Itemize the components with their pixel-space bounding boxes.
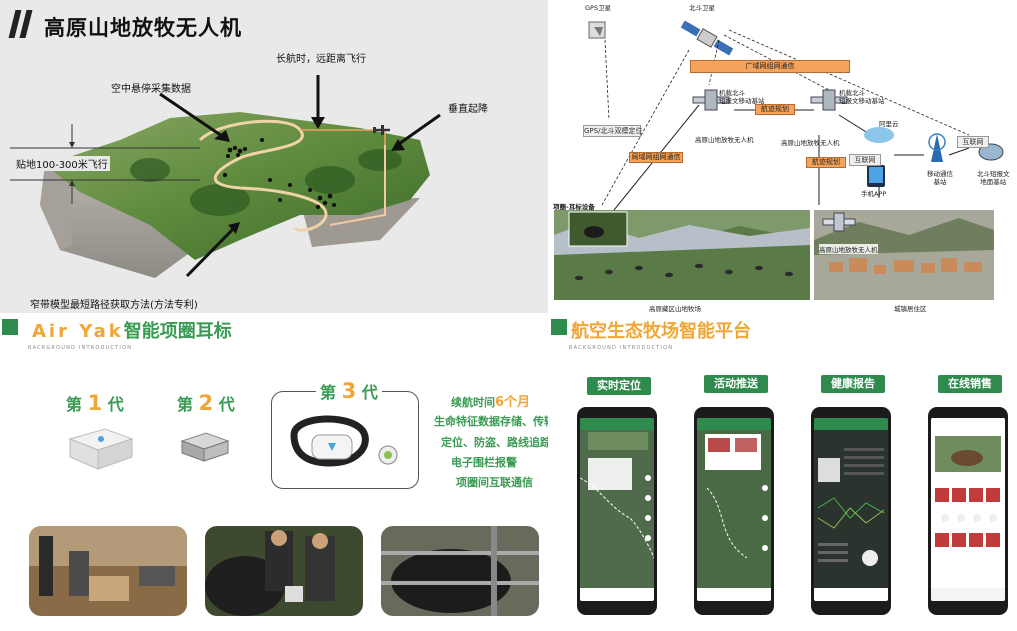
label-method: 窄带模型最短路径获取方法(方法专利) bbox=[30, 300, 198, 311]
collar-panel: Air Yak智能项圈耳标 BACKGROUND INTRODUCTION 第 … bbox=[0, 313, 548, 631]
health-screen bbox=[814, 418, 888, 601]
tab-online-sales[interactable]: 在线销售 bbox=[938, 375, 1002, 393]
label-long-flight: 长航时，远距离飞行 bbox=[276, 54, 366, 65]
label-low-flight: 贴地100-300米飞行 bbox=[14, 156, 110, 171]
grass-terrain bbox=[45, 112, 430, 260]
drone-label-1: 高原山地放牧无人机 bbox=[695, 136, 754, 144]
shop-screen bbox=[931, 418, 1005, 601]
phone-map-1 bbox=[577, 407, 657, 615]
gen1-label: 第 1 代 bbox=[66, 391, 124, 415]
internet-box-2: 互联网 bbox=[957, 136, 989, 148]
route-box-2: 航迹规划 bbox=[806, 157, 846, 168]
phone-health bbox=[811, 407, 891, 615]
feature-location: 定位、防盗、路线追踪 bbox=[441, 436, 548, 449]
mobile-bs-label: 移动通信 基站 bbox=[927, 170, 953, 186]
feature-battery: 续航时间6个月 bbox=[451, 395, 531, 410]
route-box-1: 航迹规划 bbox=[755, 104, 795, 115]
lan-box: 局域网组网通信 bbox=[629, 152, 683, 163]
beidou-sat-label: 北斗卫星 bbox=[689, 4, 715, 12]
gen2-label: 第 2 代 bbox=[177, 391, 235, 415]
platform-subtitle: BACKGROUND INTRODUCTION bbox=[569, 345, 674, 351]
section-square-icon bbox=[2, 319, 18, 335]
tab-health-report[interactable]: 健康报告 bbox=[821, 375, 885, 393]
tab-activity-push[interactable]: 活动推送 bbox=[704, 375, 768, 393]
platform-title: 航空生态牧场智能平台 bbox=[571, 321, 751, 342]
feature-fence: 电子围栏报警 bbox=[451, 456, 517, 469]
pasture-label: 高原藏区山地牧场 bbox=[649, 305, 701, 313]
photo-yak-tagging bbox=[205, 526, 363, 616]
gps-sat-label: GPS卫星 bbox=[585, 4, 612, 12]
platform-panel: 航空生态牧场智能平台 BACKGROUND INTRODUCTION 实时定位 … bbox=[549, 313, 1017, 631]
flight-path bbox=[198, 119, 328, 232]
map-screen-2 bbox=[697, 418, 771, 601]
drone-icon bbox=[373, 125, 390, 135]
label-vtol: 垂直起降 bbox=[448, 104, 488, 115]
town-label: 城镇居住区 bbox=[894, 305, 927, 313]
collar-title: Air Yak智能项圈耳标 bbox=[32, 317, 232, 343]
beidou-satellite-icon bbox=[680, 20, 734, 56]
uav-drone-icon-3 bbox=[822, 212, 856, 232]
collar-subtitle: BACKGROUND INTRODUCTION bbox=[28, 345, 133, 351]
title-latin: Air Yak bbox=[32, 321, 124, 342]
uav-drone-icon-1 bbox=[692, 89, 730, 111]
feature-intercom: 项圈间互联通信 bbox=[456, 476, 533, 489]
drone-bs-label-2: 机载北斗 短报文移动基站 bbox=[839, 89, 885, 105]
drone-bs-label-1: 机载北斗 短报文移动基站 bbox=[719, 89, 765, 105]
dish-icon bbox=[978, 143, 1004, 161]
section-square-icon bbox=[551, 319, 567, 335]
gen3-collar-image bbox=[290, 415, 398, 467]
phone-map-2 bbox=[694, 407, 774, 615]
gen1-device-image bbox=[68, 428, 134, 470]
title-cn: 智能项圈耳标 bbox=[123, 321, 232, 342]
gen3-label: 第 3 代 bbox=[316, 379, 382, 403]
drone-photo-label: 高原山地放牧无人机 bbox=[819, 244, 878, 254]
drone-title: 高原山地放牧无人机 bbox=[44, 16, 242, 40]
feature-data: 生命特征数据存储、传输 bbox=[434, 415, 548, 428]
wide-area-box: 广域网组网通信 bbox=[690, 60, 850, 73]
beidou-ground-label: 北斗短报文 地面基站 bbox=[977, 170, 1010, 186]
map-screen-1 bbox=[580, 418, 654, 601]
phone-shop bbox=[928, 407, 1008, 615]
photo-yak-fence bbox=[381, 526, 539, 616]
phone-app-label: 手机APP bbox=[861, 190, 887, 198]
network-panel: GPS卫星 北斗卫星 广域网组网通信 GPS/北斗双模定位 机载北斗 短报文移动… bbox=[549, 0, 1017, 313]
terrain-diagram bbox=[10, 75, 441, 278]
internet-box-1: 互联网 bbox=[849, 154, 881, 166]
label-hover: 空中悬停采集数据 bbox=[111, 84, 191, 95]
gps-satellite-icon bbox=[588, 21, 606, 39]
uav-drone-icon-2 bbox=[810, 89, 848, 111]
tab-realtime-location[interactable]: 实时定位 bbox=[587, 377, 651, 395]
network-diagram bbox=[554, 20, 1004, 300]
collar-device-label: 项圈-耳标设备 bbox=[553, 203, 595, 211]
photo-field-setup bbox=[29, 526, 187, 616]
gen2-device-image bbox=[180, 432, 230, 462]
cloud-icon bbox=[864, 127, 894, 143]
gps-beidou-box: GPS/北斗双模定位 bbox=[583, 125, 643, 137]
drone-label-2: 高原山地放牧无人机 bbox=[781, 139, 840, 147]
drone-panel: 高原山地放牧无人机 bbox=[0, 0, 548, 313]
tower-icon bbox=[928, 133, 946, 162]
aliyun-label: 阿里云 bbox=[879, 120, 899, 128]
